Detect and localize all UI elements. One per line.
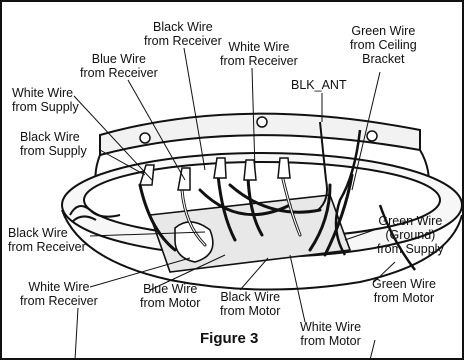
callout-white-wire-from-motor: White Wire from Motor: [300, 320, 362, 348]
callout-black-wire-from-motor: Black Wire from Motor: [220, 290, 281, 318]
callout-white-wire-from-receiver-top: White Wire from Receiver: [220, 40, 298, 68]
wire-bundle: [138, 173, 354, 257]
supply-wires: [69, 205, 121, 223]
callout-blue-wire-from-receiver: Blue Wire from Receiver: [80, 52, 158, 80]
callout-green-wire-ground-from-supply: Green Wire (Ground) from Supply: [377, 214, 444, 256]
leader-lines: [73, 47, 396, 360]
antenna-icon: [317, 121, 328, 211]
canopy-ring: [61, 112, 463, 291]
callout-green-wire-from-motor: Green Wire from Motor: [372, 277, 436, 305]
wire-bundle-inner: [181, 174, 301, 246]
callout-black-wire-from-receiver-top: Black Wire from Receiver: [144, 20, 222, 48]
callout-white-wire-from-supply: White Wire from Supply: [12, 86, 79, 114]
callout-green-wire-from-ceiling-bracket: Green Wire from Ceiling Bracket: [350, 24, 417, 66]
callout-black-wire-from-supply: Black Wire from Supply: [20, 130, 87, 158]
ground-wires: [334, 129, 416, 271]
screw-icons: [139, 116, 378, 144]
callout-white-wire-from-receiver-bottom: White Wire from Receiver: [20, 280, 98, 308]
callout-blue-wire-from-motor: Blue Wire from Motor: [140, 282, 201, 310]
callout-blk-ant: BLK_ANT: [291, 78, 347, 92]
figure-caption: Figure 3: [200, 330, 259, 347]
callout-black-wire-from-receiver-left: Black Wire from Receiver: [8, 226, 86, 254]
